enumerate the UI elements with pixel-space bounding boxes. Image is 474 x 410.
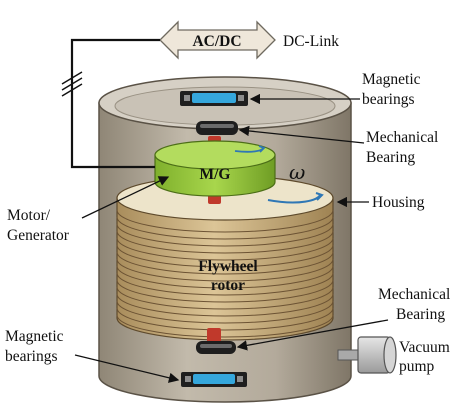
omega-symbol: ω [289, 160, 305, 184]
mechanical-bearing-bottom-label-2: Bearing [396, 306, 445, 323]
vacuum-pump-label-1: Vacuum [399, 339, 450, 356]
flywheel-rotor-label-1: Flywheel [198, 258, 258, 275]
rotor-lamination-line [116, 279, 334, 303]
leader-mechanical-top [238, 125, 365, 144]
motor-generator-label-2: Generator [7, 227, 70, 244]
leader-magnetic-bottom [74, 354, 180, 383]
vacuum-pump-label-2: pump [399, 358, 435, 375]
motor-generator: M/G [154, 140, 276, 197]
housing-label: Housing [372, 194, 425, 211]
rotor-lamination-line [116, 244, 334, 268]
mechanical-bearing-top-label-2: Bearing [366, 149, 415, 166]
flywheel-rotor: Flywheel rotor [116, 175, 334, 341]
rotor-lamination-line [116, 237, 334, 261]
rotor-lamination-line [116, 258, 334, 282]
rotor-lamination-line [116, 209, 334, 233]
rotor-lamination-line [116, 293, 334, 317]
rotor-lamination-line [116, 314, 334, 338]
flywheel-rotor-label-2: rotor [211, 277, 245, 294]
magnetic-bearing-top [180, 91, 248, 106]
rotor-lamination-line [116, 223, 334, 247]
magnetic-bearings-bottom-label-1: Magnetic [5, 328, 64, 345]
dc-link-label: DC-Link [283, 33, 339, 50]
converter-label: AC/DC [192, 33, 241, 50]
leader-mechanical-bottom [236, 319, 389, 351]
mechanical-bearing-bottom [196, 341, 236, 354]
motor-generator-label-1: Motor/ [7, 207, 51, 224]
mechanical-bearing-top-label-1: Mechanical [366, 129, 438, 146]
mg-label: M/G [200, 166, 231, 183]
rotor-lamination-line [116, 286, 334, 310]
rotor-lamination-line [116, 230, 334, 254]
mechanical-bearing-bottom-label-1: Mechanical [378, 286, 450, 303]
mechanical-bearing-top [196, 121, 238, 135]
rotor-lamination-line [116, 216, 334, 240]
rotor-laminations [116, 209, 334, 338]
leader-motor-generator [81, 176, 170, 219]
vacuum-pump: Vacuum pump [337, 336, 450, 375]
rotor-lamination-line [116, 251, 334, 275]
rotor-lamination-line [116, 300, 334, 324]
rotor-lamination-line [116, 307, 334, 331]
rotor-lamination-line [116, 265, 334, 289]
magnetic-bearings-top-label-2: bearings [362, 91, 415, 108]
rotor-lamination-line [116, 272, 334, 296]
three-phase-marks [61, 71, 83, 97]
magnetic-bearings-top-label-1: Magnetic [362, 71, 421, 88]
ac-dc-converter: AC/DC DC-Link [159, 20, 339, 60]
magnetic-bearing-bottom [181, 372, 247, 387]
power-cable [70, 38, 160, 169]
magnetic-bearings-bottom-label-2: bearings [5, 348, 58, 365]
